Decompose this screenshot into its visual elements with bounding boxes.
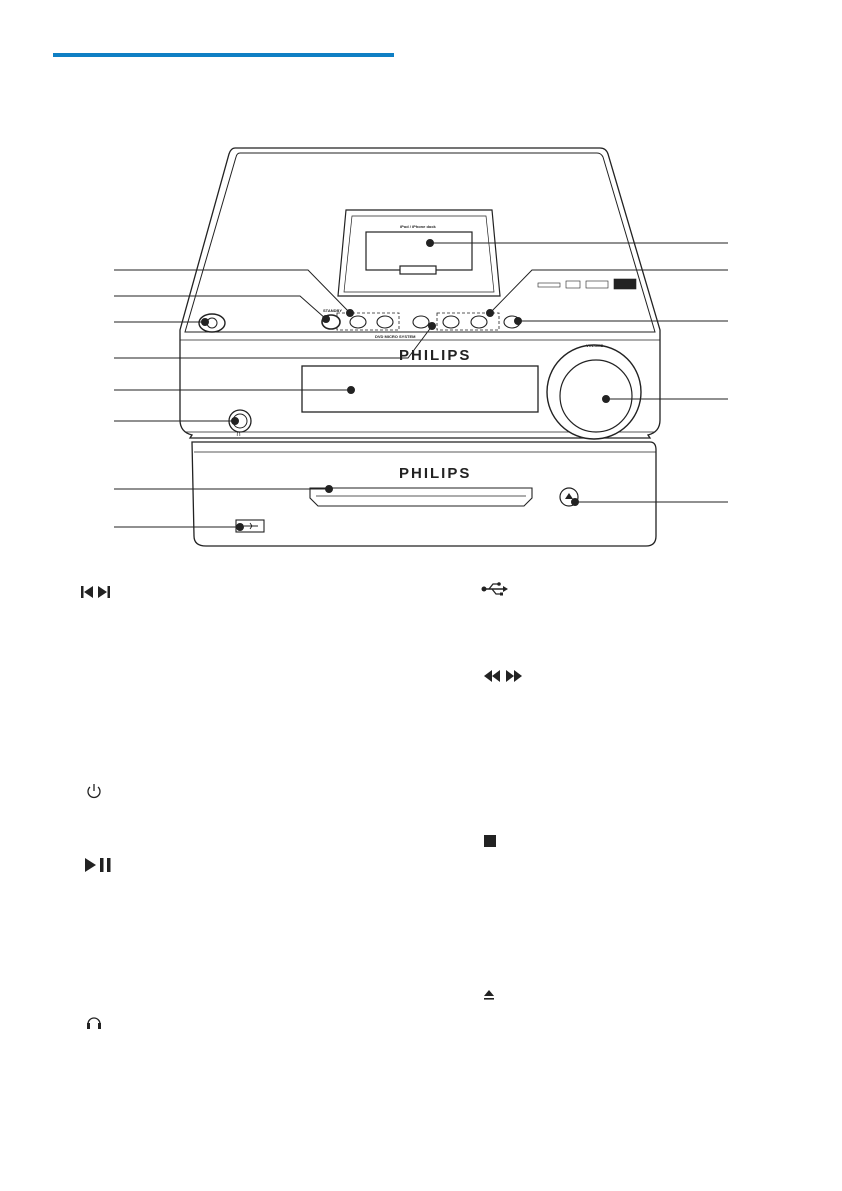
next-button[interactable] — [470, 315, 488, 329]
eject-icon — [482, 988, 552, 1008]
callout-lines-left — [114, 269, 436, 531]
volume-knob[interactable] — [546, 344, 642, 440]
product-illustration: iPod / iPhone dock STANDBY DVD MICRO SYS… — [0, 0, 842, 560]
disc-slot — [309, 487, 533, 507]
usb-icon — [481, 580, 551, 600]
stop-icon — [483, 834, 553, 854]
rewind-forward-icon — [482, 667, 552, 687]
prev-next-icon — [80, 583, 150, 603]
brand-top: PHILIPS — [399, 347, 471, 364]
callout-lines-right — [426, 239, 728, 506]
display-window — [301, 365, 539, 413]
certification-logos — [537, 278, 637, 290]
play-pause-icon — [84, 856, 154, 876]
headphone-symbol: ∩ — [236, 430, 241, 438]
source-button[interactable] — [412, 315, 430, 329]
lower-unit — [191, 441, 657, 547]
prev-button[interactable] — [442, 315, 460, 329]
stop-button[interactable] — [376, 315, 394, 329]
panel-caption: DVD MICRO SYSTEM — [375, 334, 416, 339]
headphones-icon — [86, 1013, 156, 1033]
power-icon — [86, 782, 156, 802]
header-accent-bar — [53, 53, 394, 57]
standby-label: STANDBY — [323, 308, 342, 313]
control-panel — [198, 312, 521, 333]
volume-label: VOLUME — [586, 343, 603, 348]
dock — [337, 209, 501, 297]
dock-label: iPod / iPhone dock — [400, 224, 437, 229]
play-pause-button[interactable] — [349, 315, 367, 329]
brand-bottom: PHILIPS — [399, 465, 471, 482]
